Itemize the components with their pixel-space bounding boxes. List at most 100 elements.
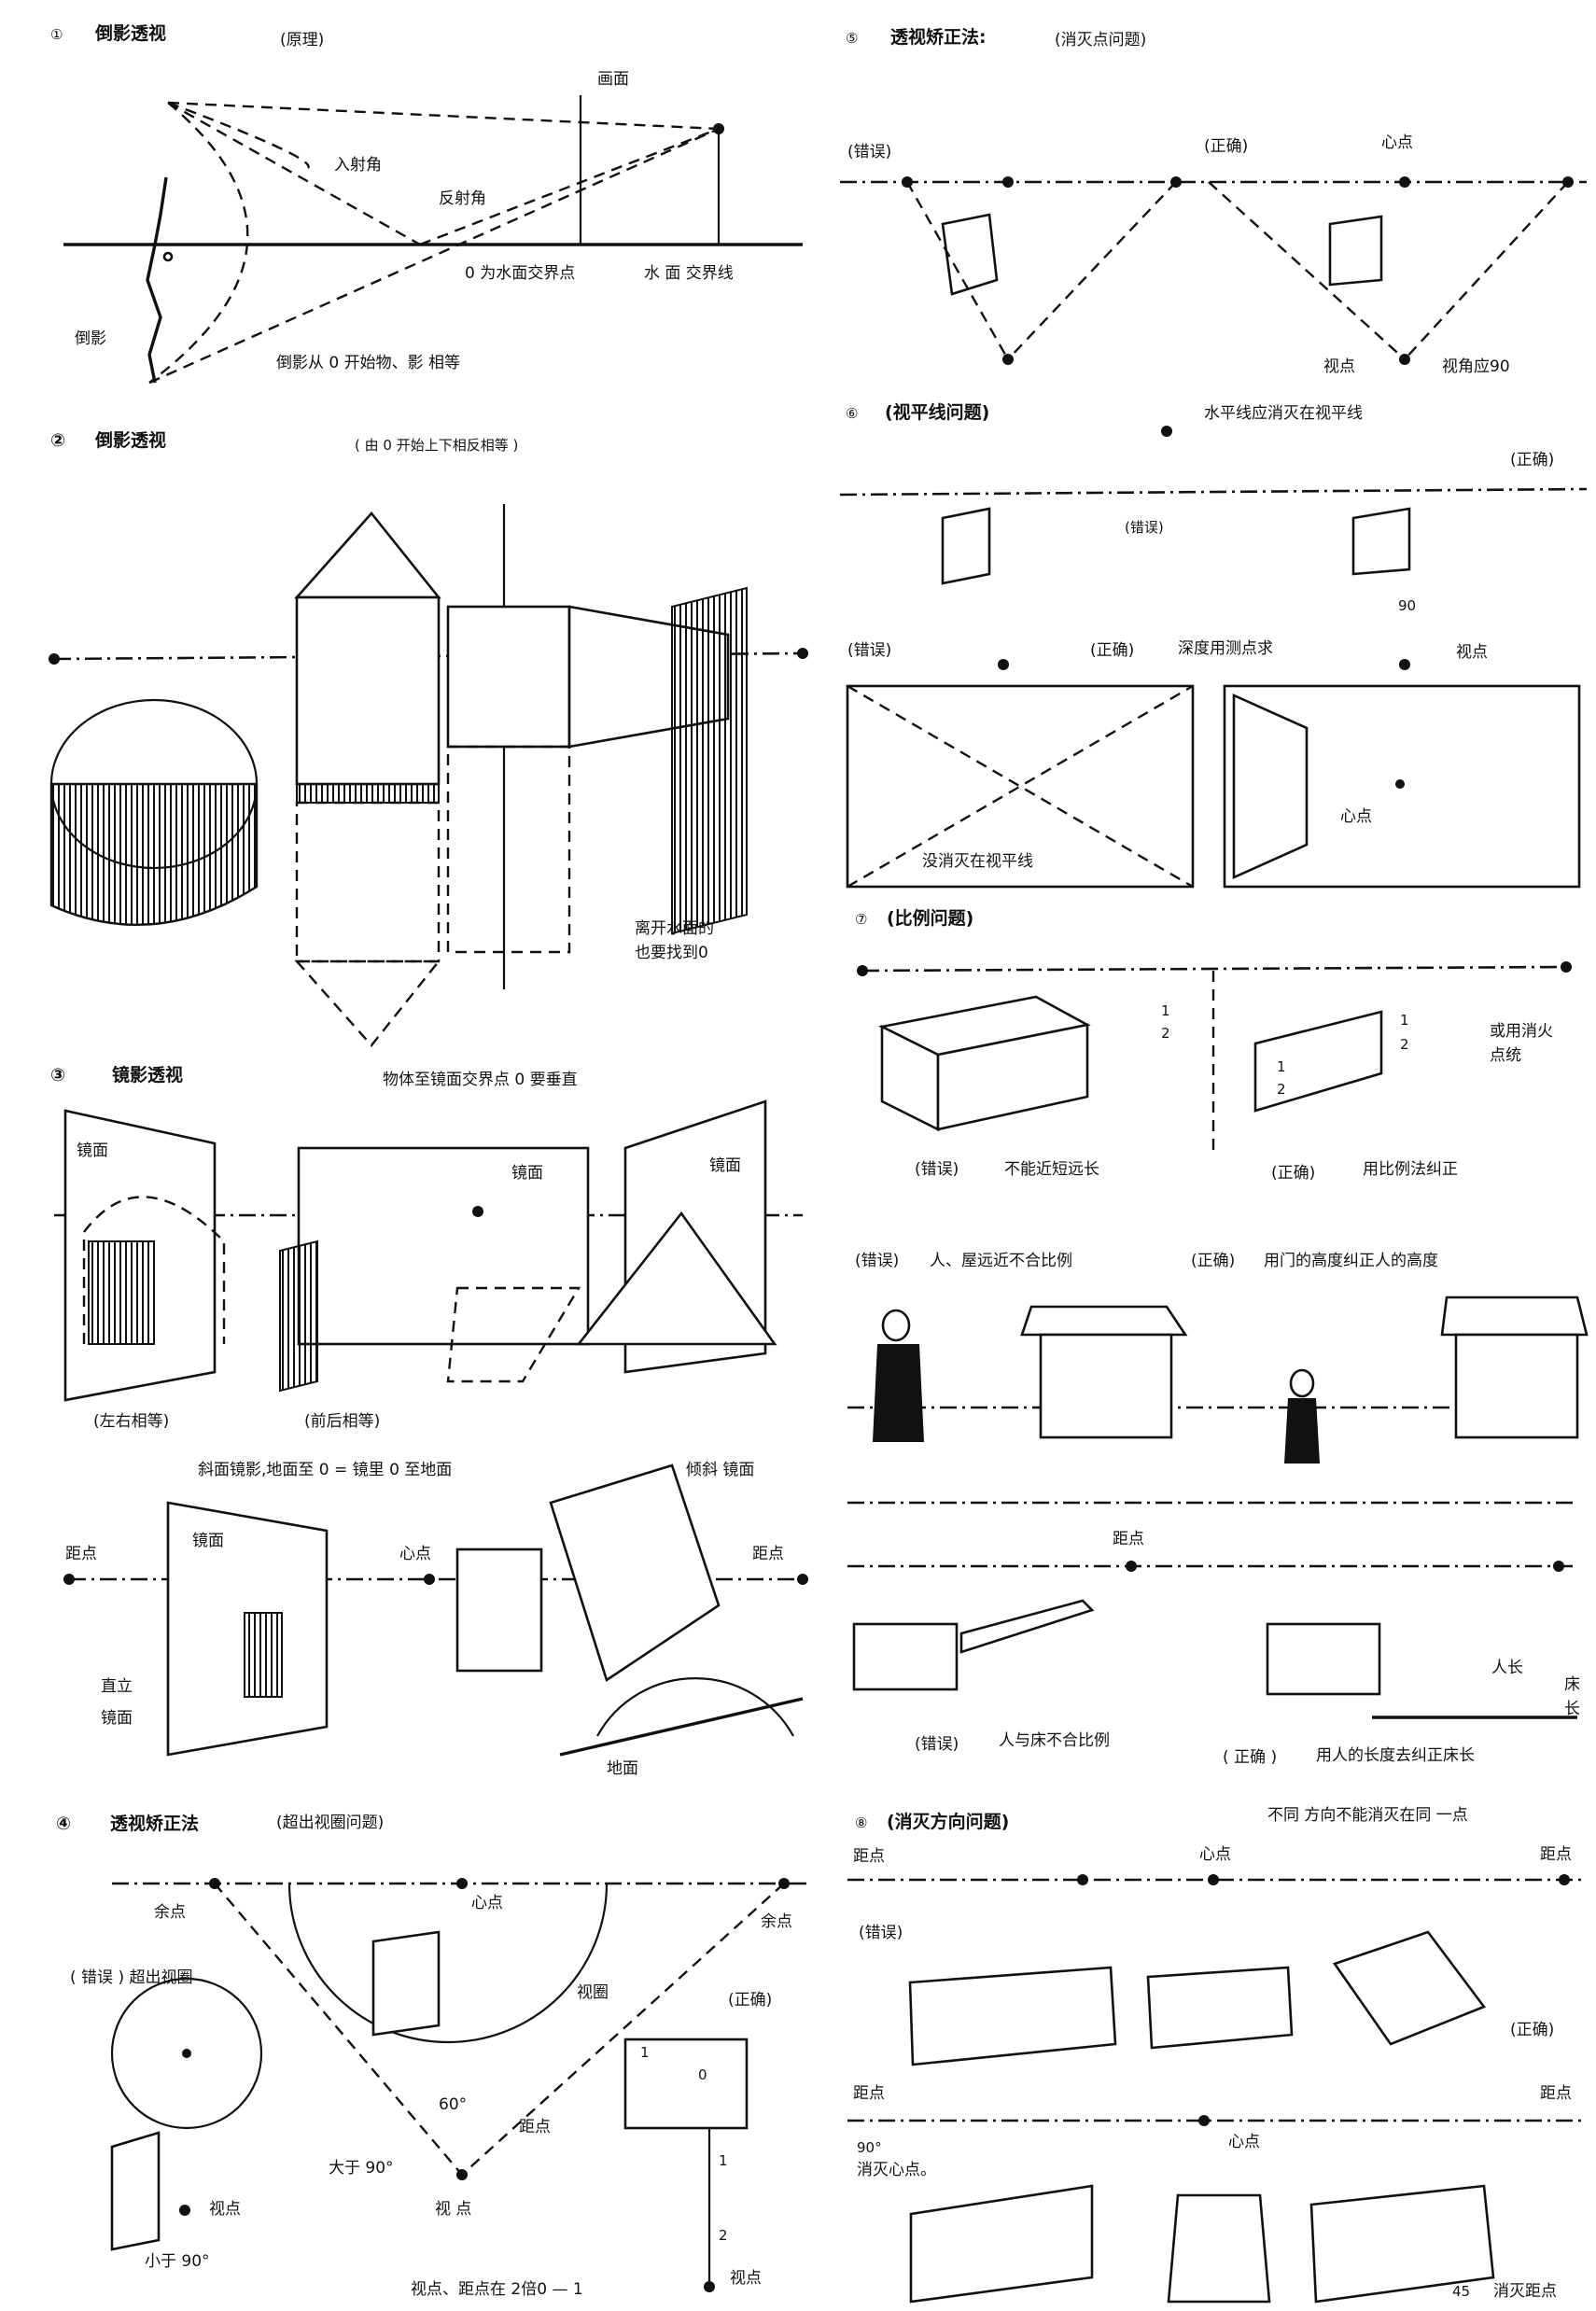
upright-label-2: 镜面 (101, 1709, 133, 1728)
panel-5-vanishing-point-problem: ⑤ 透视矫正法: (消灭点问题) (错误) (正确) 心点 视点 视角应90 (840, 26, 1587, 376)
mirror-label-4: 镜面 (192, 1532, 224, 1550)
lr-equal-label: (左右相等) (93, 1412, 169, 1431)
slab-upper (671, 586, 748, 935)
water-line-label: 水 面 交界线 (644, 264, 734, 283)
ray-5a (905, 181, 1010, 360)
bed-wrong (852, 1622, 959, 1691)
half-3-den: 2 (1277, 1081, 1286, 1098)
view-circle-arc (287, 1883, 609, 2044)
wrong-label-8: (错误) (859, 1924, 903, 1942)
wrong-label-5: (错误) (847, 143, 891, 161)
cube-front (371, 1930, 441, 2037)
s6-subtitle: 水平线应消灭在视平线 (1204, 404, 1363, 423)
hatched-wedge (279, 1240, 318, 1393)
eye-wrong-6 (998, 659, 1009, 670)
pyramid-reflection (294, 959, 441, 1047)
small-circle-center (182, 2049, 191, 2058)
dist-point-right (797, 1574, 808, 1585)
lt90-label: 小于 90° (145, 2252, 210, 2271)
panel-3-mirror-perspective: ③ 镜影透视 物体至镜面交界点 0 要垂直 镜面 (左右相等) 镜面 (前后相等… (50, 1064, 808, 1778)
s4-note: 视点、距点在 2倍0 — 1 (411, 2280, 583, 2299)
yu-right-label: 余点 (761, 1912, 792, 1931)
half-3-num: 1 (1277, 1058, 1286, 1075)
leave-water-label: 离开水面的 (635, 919, 714, 938)
ground-line (559, 1697, 804, 1757)
bed-board-wrong (959, 1599, 1095, 1654)
wrong-label-6b: (错误) (847, 641, 891, 660)
hatched-block-left (88, 1240, 155, 1345)
tower-reflection (295, 801, 441, 963)
eye-label-2: 视 点 (435, 2200, 471, 2219)
box-8a (908, 1966, 1117, 2066)
deg-45-label: 45 (1452, 2283, 1470, 2300)
view-circle-label: 视圈 (577, 1983, 609, 2002)
box-wrong-5 (941, 213, 999, 296)
panel-7-proportion-problem: ⑦ (比例问题) 1 2 1 2 1 2 或用消火 点统 (错误) 不能近短远长… (855, 907, 1572, 1183)
not-vanish-label: 没消灭在视平线 (922, 852, 1033, 871)
s1-picture-plane: 画面 (597, 70, 629, 89)
panel-1-reflection-principle: ① 倒影透视 (原理) 画面 入射角 反射角 0 为水面交界点 水 面 交界线 … (50, 22, 803, 385)
box-right-7b (1253, 1010, 1383, 1113)
panel-6-horizon-problem: ⑥ (视平线问题) 水平线应消灭在视平线 (正确) (错误) 90 视点 (错误… (839, 401, 1588, 889)
house-roof-wrong (1020, 1305, 1188, 1337)
eye-point (713, 123, 724, 134)
s3-number: ③ (50, 1065, 65, 1085)
vanishing-point-middle (472, 1206, 483, 1217)
eye-label-1: 视点 (209, 2200, 241, 2219)
s1-number: ① (50, 26, 63, 43)
right-note-7c: 用人的长度去纠正床长 (1316, 1746, 1475, 1765)
panel-8-vanishing-direction: ⑧ (消灭方向问题) 不同 方向不能消灭在同 一点 距点 心点 距点 (错误) … (847, 1806, 1587, 2304)
half-2-num: 1 (1400, 1012, 1409, 1029)
room-wrong-diag-2 (847, 684, 1194, 889)
small-view-circle (110, 1977, 263, 2130)
reflected-ray (419, 127, 720, 246)
panel-2-reflection-perspective: ② 倒影透视 ( 由 0 开始上下相反相等 ) 离开水面的 也要找到0 (49, 429, 808, 1047)
cylinder-body (49, 782, 259, 926)
right-label-7: (正确) (1271, 1164, 1315, 1183)
dist-point-7c (1553, 1561, 1564, 1572)
eye-wrong-5 (1002, 354, 1014, 365)
o-mark (162, 251, 174, 262)
s5-subtitle: (消灭点问题) (1055, 31, 1146, 49)
water-band (296, 783, 440, 804)
vanish-center-label: 消灭心点。 (857, 2161, 936, 2179)
incident-ray (167, 101, 310, 169)
center-label-4: 心点 (471, 1894, 503, 1912)
right-label-7c: ( 正确 ) (1223, 1748, 1277, 1767)
find-o-label: 也要找到0 (635, 944, 708, 962)
reflection-angle: 反射角 (439, 189, 486, 208)
tower-upper (295, 595, 441, 786)
angle-60-label: 60° (439, 2095, 467, 2114)
box-8c (1332, 1930, 1487, 2046)
eye-label-3: 视点 (730, 2269, 762, 2288)
s4-subtitle: (超出视圈问题) (276, 1814, 384, 1832)
box-reflection (446, 745, 571, 954)
trapezoid-reflection (446, 1286, 581, 1383)
alt-label-2: 点统 (1490, 1046, 1521, 1065)
block-in-upright-mirror (244, 1612, 283, 1698)
tilted-label: 倾斜 镜面 (686, 1461, 754, 1479)
room-wrong-diag-1 (847, 684, 1194, 889)
s1-note: 倒影从 0 开始物、影 相等 (276, 354, 460, 372)
right-label-4: (正确) (728, 1991, 772, 2010)
half-1-den: 2 (1161, 1025, 1170, 1042)
triangle-object (576, 1211, 777, 1346)
reflection-label: 倒影 (75, 329, 106, 348)
ray-5c (1208, 181, 1406, 360)
tick-2: 2 (719, 2227, 728, 2244)
reflection-arc (148, 102, 249, 384)
s8-subtitle: 不同 方向不能消灭在同 一点 (1267, 1806, 1468, 1825)
dist-label-4: 距点 (519, 2118, 551, 2136)
eye-point-left (179, 2205, 190, 2216)
angle-label-5: 视角应90 (1442, 357, 1510, 376)
center-label-6: 心点 (1340, 807, 1372, 826)
s1-title: 倒影透视 (94, 22, 166, 44)
house-body-wrong (1039, 1333, 1173, 1439)
half-2-den: 2 (1400, 1036, 1409, 1053)
s4-number: ④ (56, 1814, 71, 1834)
fb-equal-label: (前后相等) (304, 1412, 380, 1431)
sight-ray-right (461, 1883, 785, 2176)
angle-90-6: 90 (1398, 597, 1416, 614)
wrong-label-7: (错误) (915, 1160, 959, 1179)
ground-label: 地面 (607, 1759, 638, 1778)
